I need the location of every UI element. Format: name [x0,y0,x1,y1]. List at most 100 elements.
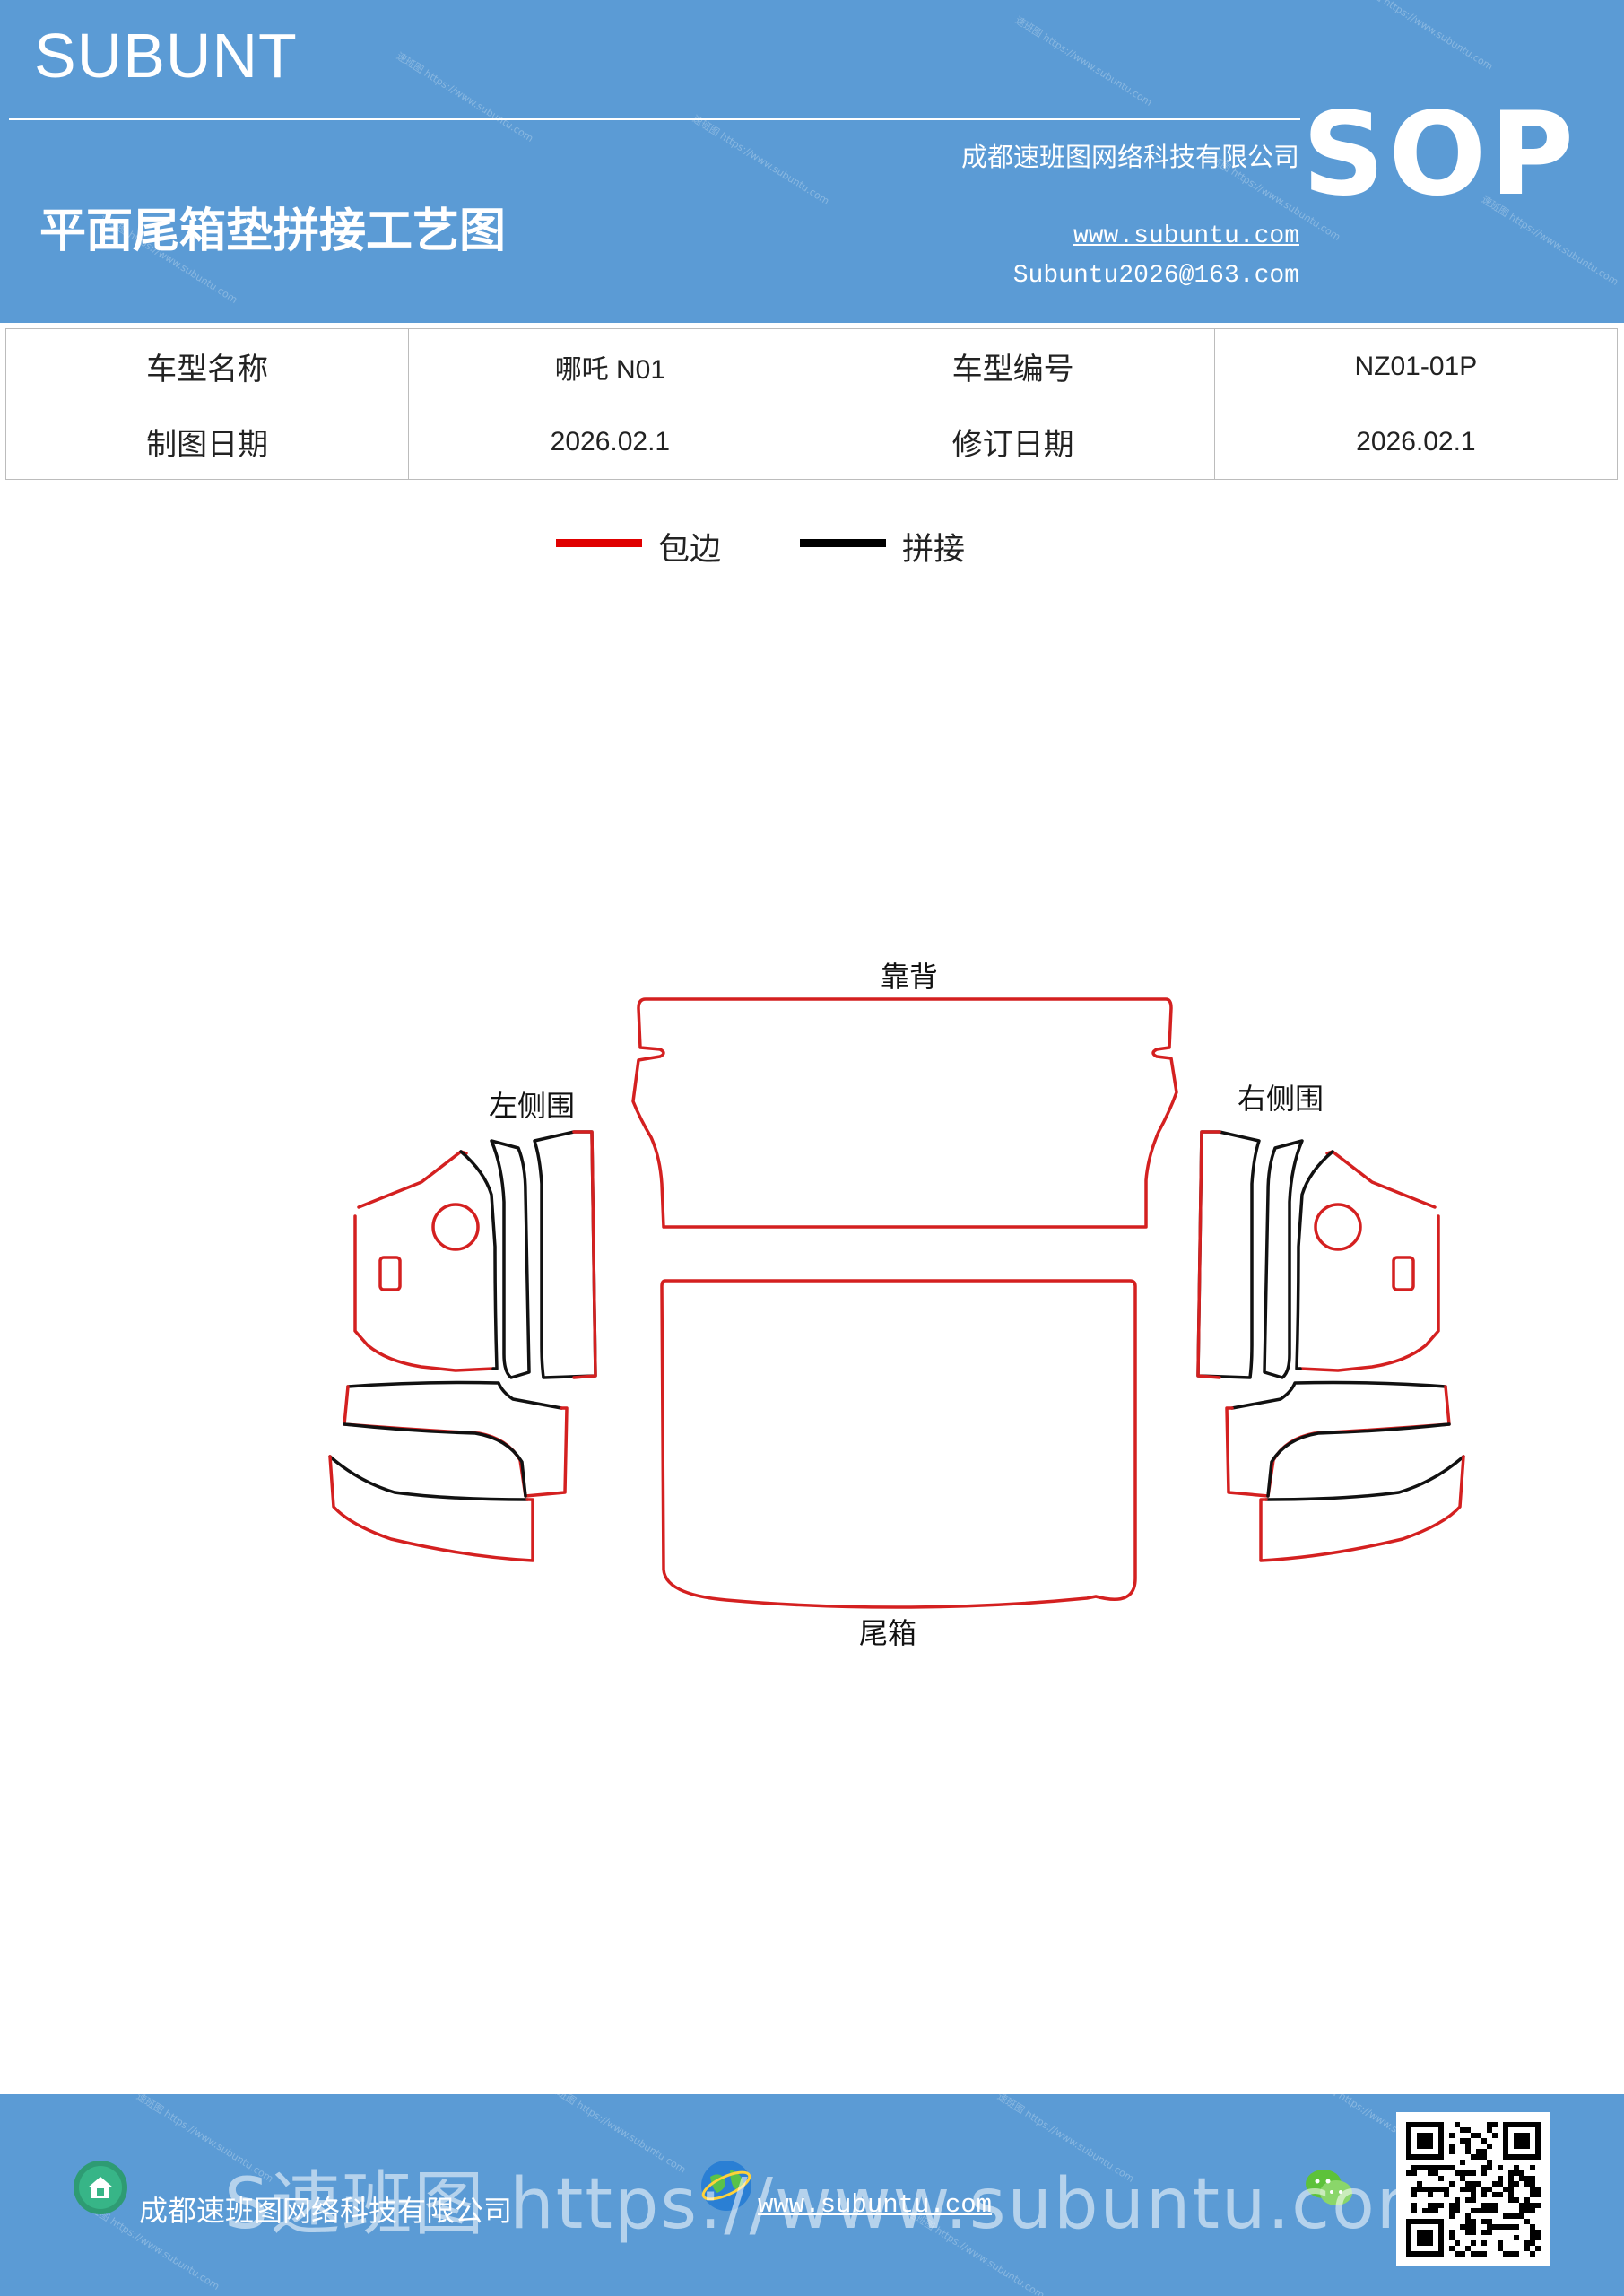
right-side-group [1196,1130,1465,1562]
qr-module [1514,2251,1519,2257]
qr-module [1433,2203,1438,2208]
qr-module [1417,2165,1422,2170]
label-back: 靠背 [881,960,939,994]
qr-module [1471,2208,1476,2213]
qr-module [1508,2181,1514,2187]
qr-module [1455,2208,1460,2213]
footer-website-link[interactable]: www.subuntu.com [758,2190,993,2220]
qr-module [1471,2251,1476,2257]
qr-module [1519,2208,1524,2213]
qr-module [1498,2165,1503,2170]
qr-module [1508,2176,1514,2181]
qr-module [1503,2187,1508,2192]
brand-name: SUBUNT [34,21,298,91]
label-left-side: 左侧围 [489,1089,576,1123]
qr-code[interactable] [1396,2112,1550,2266]
qr-module [1444,2187,1449,2192]
right-main-slot [1392,1256,1415,1292]
qr-module [1524,2219,1530,2224]
qr-module [1514,2224,1519,2230]
model-code-label: 车型编号 [811,328,1215,404]
qr-module [1535,2246,1541,2251]
qr-module [1460,2176,1465,2181]
qr-module [1492,2224,1498,2230]
qr-module [1524,2197,1530,2203]
qr-module [1530,2181,1535,2187]
qr-module [1465,2170,1471,2176]
qr-module [1449,2203,1455,2208]
qr-module [1481,2219,1487,2224]
qr-module [1487,2224,1492,2230]
globe-icon [701,2161,751,2211]
qr-module [1460,2170,1465,2176]
qr-module [1481,2192,1487,2197]
qr-module [1428,2208,1433,2213]
qr-module [1503,2251,1508,2257]
qr-module [1455,2251,1460,2257]
qr-module [1492,2208,1498,2213]
right-strip-1 [1263,1139,1304,1379]
footer-watermark-text: S速班图 https://www.subuntu.com [224,2164,1446,2245]
document-title: 平面尾箱垫拼接工艺图 [39,204,507,258]
qr-module [1530,2208,1535,2213]
watermark: 速班图 https://www.subuntu.com [1353,0,1496,73]
watermark: 速班图 https://www.subuntu.com [394,49,536,144]
left-main-panel [353,1214,495,1372]
qr-module [1433,2187,1438,2192]
qr-module [1465,2181,1471,2187]
qr-module [1471,2133,1476,2138]
email-address[interactable]: Subuntu2026@163.com [1012,262,1299,290]
qr-module [1460,2251,1465,2257]
qr-module [1535,2192,1541,2197]
qr-module [1476,2181,1481,2187]
qr-module [1530,2176,1535,2181]
website-link[interactable]: www.subuntu.com [1073,222,1299,250]
qr-module [1460,2160,1465,2165]
qr-module [1428,2165,1433,2170]
legend-label-seam: 拼接 [902,532,966,568]
qr-module [1471,2230,1476,2235]
qr-module [1471,2170,1476,2176]
qr-module [1492,2192,1498,2197]
qr-module [1411,2203,1417,2208]
qr-module [1530,2240,1535,2246]
qr-module [1519,2170,1524,2176]
qr-module [1455,2122,1460,2127]
label-right-side: 右侧围 [1238,1082,1324,1116]
qr-module [1514,2165,1519,2170]
left-main-hole [431,1203,480,1251]
qr-module [1465,2219,1471,2224]
qr-module [1411,2208,1417,2213]
company-name: 成都速班图网络科技有限公司 [960,142,1299,172]
left-main-seam [459,1150,499,1370]
qr-module [1471,2219,1476,2224]
qr-module [1471,2154,1476,2160]
qr-module [1481,2149,1487,2154]
qr-module [1481,2203,1487,2208]
home-icon [74,2161,127,2214]
diagram-drawing [328,997,1465,1609]
header-banner: 速班图 https://www.subuntu.com 速班图 https://… [0,0,1624,323]
qr-module [1476,2251,1481,2257]
revision-date-value: 2026.02.1 [1213,404,1619,480]
qr-module [1460,2138,1465,2144]
qr-module [1508,2170,1514,2176]
qr-module [1508,2224,1514,2230]
right-strip-2 [1196,1130,1261,1379]
qr-module [1428,2203,1433,2208]
sop-badge: SOP [1302,88,1577,222]
qr-module [1417,2181,1422,2187]
qr-module [1508,2187,1514,2192]
qr-module [1422,2165,1428,2170]
qr-module [1460,2127,1465,2133]
qr-module [1535,2203,1541,2208]
qr-module [1487,2165,1492,2170]
qr-module [1530,2203,1535,2208]
qr-module [1476,2133,1481,2138]
qr-module [1530,2235,1535,2240]
qr-module [1438,2165,1444,2170]
qr-module [1487,2127,1492,2133]
qr-module [1465,2197,1471,2203]
qr-module [1481,2240,1487,2246]
qr-module [1406,2170,1411,2176]
